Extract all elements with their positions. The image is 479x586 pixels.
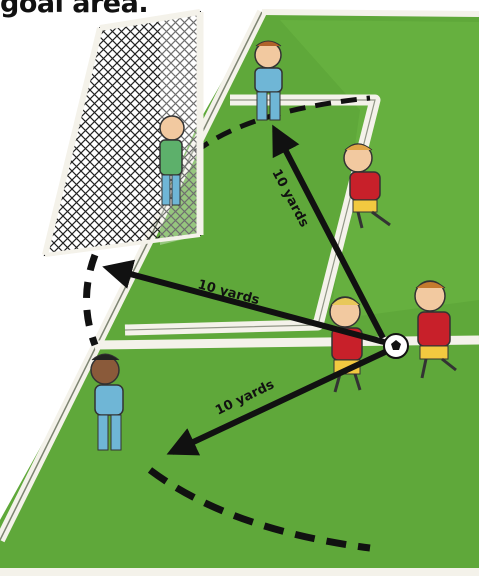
- soccer-ball-icon: [384, 334, 408, 358]
- goalkeeper: [160, 116, 184, 205]
- back-line: [262, 12, 479, 14]
- dashed-arc-left: [87, 255, 96, 345]
